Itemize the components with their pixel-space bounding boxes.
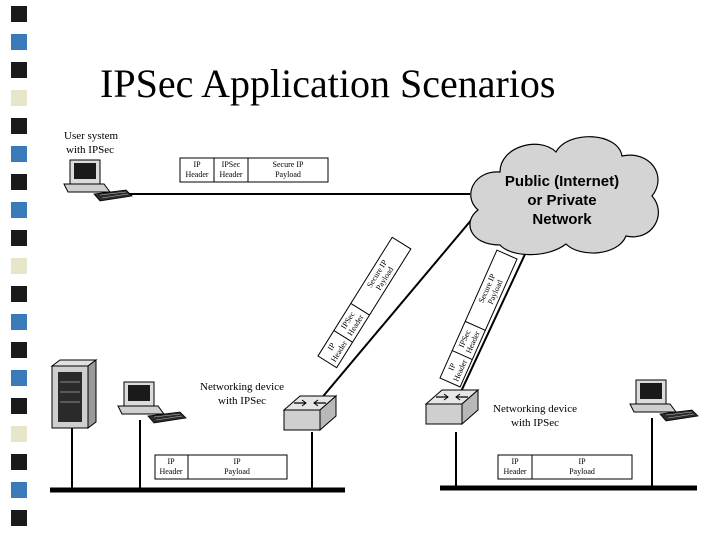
packet-field-label: IP xyxy=(578,457,586,466)
packet-right-lan: IP Header IP Payload xyxy=(497,454,633,480)
packet-field-label: Header xyxy=(503,467,526,476)
packet-field-label: IP xyxy=(193,160,201,169)
sidebar-square xyxy=(11,34,27,50)
sidebar-square xyxy=(11,370,27,386)
user-computer-icon xyxy=(63,159,133,202)
sidebar-square xyxy=(11,342,27,358)
right-device-label-line-1: Networking device xyxy=(493,403,577,415)
packet-diagonal-right: IP Header IPSec Header Secure IP Payload xyxy=(439,249,518,388)
sidebar-square xyxy=(11,426,27,442)
left-lan-computer-icon xyxy=(117,381,187,424)
left-device-label-line-1: Networking device xyxy=(200,381,284,393)
packet-field-label: Header xyxy=(185,170,208,179)
packet-field-label: Header xyxy=(159,467,182,476)
packet-left-lan: IP Header IP Payload xyxy=(154,454,288,480)
right-lan-computer-icon xyxy=(629,379,699,422)
packet-field-label: Payload xyxy=(569,467,595,476)
packet-field-label: Payload xyxy=(275,170,301,179)
right-device-label-line-2: with IPSec xyxy=(511,417,559,429)
packet-field-label: IP xyxy=(167,457,175,466)
packet-field-label: IP xyxy=(446,361,457,372)
left-device-label-line-2: with IPSec xyxy=(218,395,266,407)
packet-field-label: Header xyxy=(219,170,242,179)
left-router-icon xyxy=(283,395,337,431)
sidebar-square xyxy=(11,314,27,330)
packet-field-label: Payload xyxy=(224,467,250,476)
sidebar-square xyxy=(11,398,27,414)
sidebar-square xyxy=(11,90,27,106)
sidebar-square xyxy=(11,482,27,498)
packet-field-label: IP xyxy=(326,341,338,352)
sidebar-decoration xyxy=(0,0,34,540)
network-cloud: Public (Internet) or Private Network xyxy=(469,136,659,256)
packet-field-label: IPSec xyxy=(222,160,241,169)
sidebar-square xyxy=(11,258,27,274)
cloud-label-line-1: Public (Internet) xyxy=(505,173,619,190)
right-router-icon xyxy=(425,389,479,425)
sidebar-square xyxy=(11,6,27,22)
sidebar-square xyxy=(11,202,27,218)
left-diagonal-link xyxy=(319,211,479,401)
packet-field-label: Secure IP xyxy=(273,160,304,169)
sidebar-square xyxy=(11,230,27,246)
user-system-label-line-1: User system xyxy=(64,130,119,142)
sidebar-square xyxy=(11,286,27,302)
sidebar-square xyxy=(11,510,27,526)
sidebar-square xyxy=(11,146,27,162)
cloud-label-line-2: or Private xyxy=(527,192,596,209)
user-system: User system with IPSec xyxy=(63,130,133,202)
packet-top: IP Header IPSec Header Secure IP Payload xyxy=(179,157,329,183)
packet-diagonal-left: IP Header IPSec Header Secure IP Payload xyxy=(317,236,412,369)
server-icon xyxy=(50,359,98,429)
packet-field-label: IP xyxy=(511,457,519,466)
sidebar-square xyxy=(11,454,27,470)
cloud-label-line-3: Network xyxy=(532,211,592,228)
packet-field-label: IP xyxy=(233,457,241,466)
user-system-label-line-2: with IPSec xyxy=(66,144,114,156)
sidebar-square xyxy=(11,174,27,190)
sidebar-square xyxy=(11,118,27,134)
sidebar-square xyxy=(11,62,27,78)
slide-title: IPSec Application Scenarios xyxy=(100,61,556,106)
